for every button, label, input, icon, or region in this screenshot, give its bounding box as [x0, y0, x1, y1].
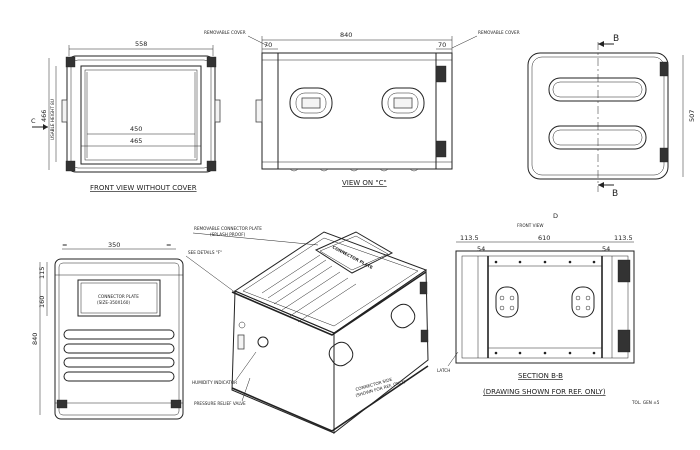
connector-plate-size: (SIZE-350X160): [97, 300, 130, 305]
dim-558: 558: [135, 40, 147, 48]
top-view: CONNECTOR PLATE (SIZE-350X160) 350 = = 1…: [31, 241, 184, 420]
section-b-b: 113.5 54 610 54 113.5 FRONT VIEW D LATCH…: [437, 212, 635, 396]
front-view-label: FRONT VIEW: [517, 223, 544, 228]
section-subtitle: (DRAWING SHOWN FOR REF. ONLY): [483, 388, 606, 396]
dim-507: 507: [688, 110, 696, 122]
eq-left: =: [62, 241, 67, 249]
removable-cover-right: REMOVABLE COVER: [478, 30, 520, 35]
dim-70-right: 70: [438, 41, 446, 49]
dim-840-top: 840: [31, 333, 39, 345]
section-b-bottom: B: [612, 189, 618, 199]
dim-466: 466: [40, 110, 48, 122]
dim-350: 350: [108, 241, 120, 249]
dim-113-5-right: 113.5: [614, 234, 633, 242]
isometric-view: CONNECTOR PLATE REMOVABLE CONNECTOR PLAT…: [185, 226, 429, 435]
connector-plate-label: CONNECTOR PLATE: [98, 294, 139, 299]
splash-proof-label: (SPLASH PROOF): [210, 232, 246, 237]
view-on-c: 840 70 70 REMOVABLE COVER REMOVABLE COVE…: [204, 30, 520, 187]
dim-54-left: 54: [477, 245, 485, 253]
dim-160: 160: [38, 296, 46, 308]
section-mark-c: C: [31, 117, 36, 125]
view-letter-d: D: [553, 212, 558, 220]
eq-right: =: [166, 241, 171, 249]
dim-610: 610: [538, 234, 550, 242]
humidity-indicator: HUMIDITY INDICATOR: [192, 380, 237, 385]
pressure-relief-valve: PRESSURE RELIEF VALVE: [194, 401, 246, 406]
front-view-without-cover: 558 466 USABLE HEIGHT 8U 450 465 C FRONT…: [31, 40, 221, 192]
dim-840-side: 840: [340, 31, 352, 39]
view-on-c-title: VIEW ON "C": [342, 179, 387, 187]
removable-connector-plate: REMOVABLE CONNECTOR PLATE: [194, 226, 262, 231]
section-b-top: B: [613, 34, 619, 44]
see-details-f: SEE DETAILS "F": [188, 250, 222, 255]
section-title: SECTION B-B: [518, 372, 563, 380]
removable-cover-left: REMOVABLE COVER: [204, 30, 246, 35]
front-view-title: FRONT VIEW WITHOUT COVER: [90, 184, 197, 192]
end-view: B B 507: [527, 34, 696, 199]
dim-465: 465: [130, 137, 142, 145]
dim-usable-height: USABLE HEIGHT 8U: [50, 99, 55, 140]
tolerance-note: TOL. GEN ±5: [631, 400, 660, 405]
dim-70-left: 70: [264, 41, 272, 49]
latch-label: LATCH: [437, 368, 450, 373]
dim-115: 115: [38, 267, 46, 279]
dim-54-right: 54: [602, 245, 610, 253]
dim-450: 450: [130, 125, 142, 133]
dim-113-5-left: 113.5: [460, 234, 479, 242]
